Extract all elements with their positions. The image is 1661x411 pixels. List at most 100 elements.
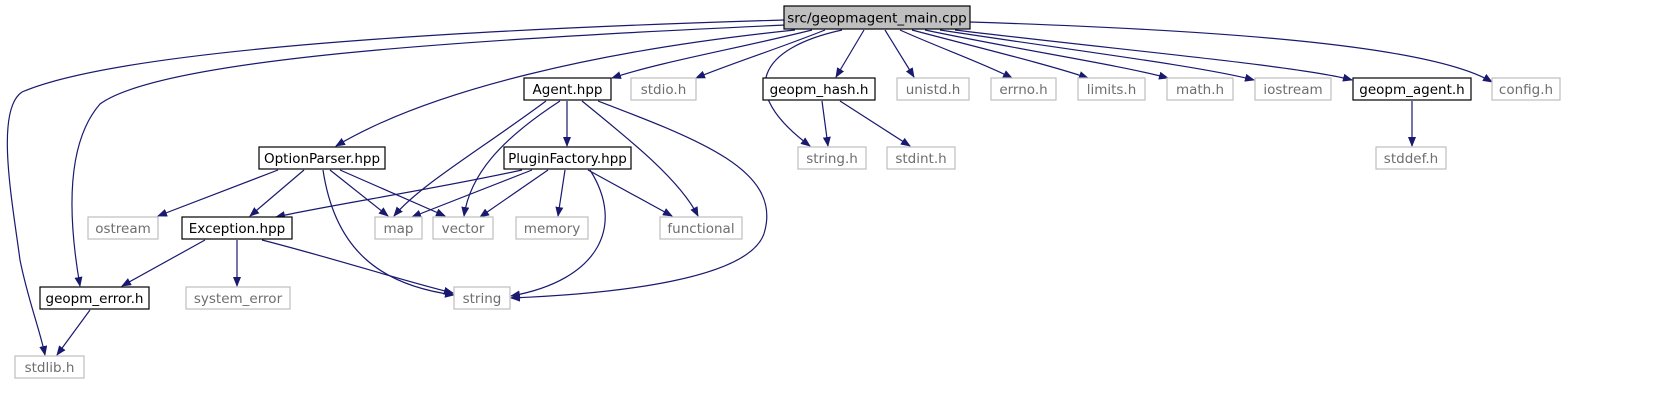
node-exception-hpp[interactable]: Exception.hpp bbox=[181, 216, 293, 240]
node-errno-h: errno.h bbox=[990, 77, 1057, 101]
node-unistd-h: unistd.h bbox=[896, 77, 970, 101]
node-box bbox=[1352, 77, 1472, 101]
node-label: system_error bbox=[194, 291, 283, 307]
node-optionparser-hpp[interactable]: OptionParser.hpp bbox=[258, 146, 386, 170]
node-box bbox=[432, 216, 494, 240]
edge-agent_hpp-to-vector bbox=[461, 100, 561, 217]
edge-pluginfactory_hpp-to-functional bbox=[587, 169, 673, 217]
node-box bbox=[630, 77, 697, 101]
node-label: src/geopmagent_main.cpp bbox=[787, 11, 966, 27]
edge-main-to-config_h bbox=[969, 21, 1493, 83]
node-box bbox=[783, 5, 971, 30]
edge-geopm_hash_h-to-stdint_h bbox=[839, 100, 911, 147]
edge-pluginfactory_hpp-to-string bbox=[510, 169, 606, 299]
edge-main-to-stdlib_h bbox=[6, 19, 785, 356]
node-memory: memory bbox=[515, 216, 589, 240]
edge-exception_hpp-to-string bbox=[261, 239, 454, 295]
edge-exception_hpp-to-geopm_error_h bbox=[121, 239, 206, 287]
node-label: OptionParser.hpp bbox=[264, 151, 380, 167]
edge-main-to-limits_h bbox=[911, 29, 1089, 79]
node-box bbox=[14, 355, 85, 379]
node-iostream: iostream bbox=[1254, 77, 1332, 101]
edge-main-to-agent_hpp bbox=[611, 29, 813, 79]
node-label: limits.h bbox=[1087, 82, 1137, 98]
node-box bbox=[762, 77, 876, 101]
node-stdint-h: stdint.h bbox=[886, 146, 956, 170]
node-label: stddef.h bbox=[1384, 151, 1438, 167]
node-main[interactable]: src/geopmagent_main.cpp bbox=[783, 5, 971, 30]
node-box bbox=[185, 286, 291, 310]
edge-main-to-iostream bbox=[939, 29, 1255, 82]
edge-main-to-stdio_h bbox=[695, 29, 826, 79]
node-vector: vector bbox=[432, 216, 494, 240]
node-label: math.h bbox=[1176, 82, 1224, 98]
node-stdio-h: stdio.h bbox=[630, 77, 697, 101]
node-label: PluginFactory.hpp bbox=[508, 151, 627, 167]
edge-pluginfactory_hpp-to-exception_hpp bbox=[275, 169, 523, 219]
node-label: geopm_agent.h bbox=[1359, 82, 1464, 98]
node-box bbox=[1254, 77, 1332, 101]
node-box bbox=[453, 286, 511, 310]
node-config-h: config.h bbox=[1491, 77, 1561, 101]
node-geopm-hash-h[interactable]: geopm_hash.h bbox=[762, 77, 876, 101]
edge-main-to-unistd_h bbox=[884, 29, 915, 78]
edge-agent_hpp-to-functional bbox=[581, 100, 699, 217]
node-box bbox=[1375, 146, 1447, 170]
node-label: stdlib.h bbox=[25, 360, 75, 376]
node-label: geopm_error.h bbox=[46, 291, 144, 307]
node-stddef-h: stddef.h bbox=[1375, 146, 1447, 170]
edge-geopm_hash_h-to-string_h bbox=[821, 100, 831, 147]
node-box bbox=[374, 216, 423, 240]
node-box bbox=[87, 216, 159, 240]
node-math-h: math.h bbox=[1166, 77, 1234, 101]
node-box bbox=[1166, 77, 1234, 101]
edge-optionparser_hpp-to-vector bbox=[339, 169, 446, 217]
node-box bbox=[258, 146, 386, 170]
node-label: memory bbox=[524, 221, 580, 237]
node-stdlib-h: stdlib.h bbox=[14, 355, 85, 379]
edge-pluginfactory_hpp-to-memory bbox=[555, 169, 566, 217]
node-label: ostream bbox=[95, 221, 151, 237]
node-system-error: system_error bbox=[185, 286, 291, 310]
edge-optionparser_hpp-to-map bbox=[329, 169, 389, 217]
node-label: stdint.h bbox=[895, 151, 946, 167]
node-label: Agent.hpp bbox=[533, 82, 603, 98]
node-string: string bbox=[453, 286, 511, 310]
node-geopm-agent-h[interactable]: geopm_agent.h bbox=[1352, 77, 1472, 101]
node-box bbox=[896, 77, 970, 101]
node-label: string.h bbox=[806, 151, 858, 167]
node-label: stdio.h bbox=[641, 82, 687, 98]
node-box bbox=[659, 216, 743, 240]
edge-optionparser_hpp-to-exception_hpp bbox=[249, 169, 305, 217]
edge-main-to-geopm_hash_h bbox=[835, 29, 865, 78]
node-box bbox=[1077, 77, 1146, 101]
node-box bbox=[1491, 77, 1561, 101]
node-label: vector bbox=[442, 221, 485, 237]
edge-pluginfactory_hpp-to-map bbox=[411, 169, 533, 218]
edge-main-to-errno_h bbox=[899, 29, 1013, 79]
node-box bbox=[181, 216, 293, 240]
node-box bbox=[39, 286, 150, 310]
edge-main-to-geopm_agent_h bbox=[954, 29, 1353, 82]
edge-main-to-geopm_error_h bbox=[71, 24, 787, 287]
node-box bbox=[886, 146, 956, 170]
node-box bbox=[503, 146, 632, 170]
edge-optionparser_hpp-to-ostream bbox=[157, 169, 279, 217]
edge-agent_hpp-to-string bbox=[510, 100, 768, 302]
node-geopm-error-h[interactable]: geopm_error.h bbox=[39, 286, 150, 310]
node-box bbox=[515, 216, 589, 240]
node-limits-h: limits.h bbox=[1077, 77, 1146, 101]
node-agent-hpp[interactable]: Agent.hpp bbox=[523, 77, 612, 101]
node-label: map bbox=[384, 221, 414, 237]
edge-geopm_error_h-to-stdlib_h bbox=[56, 309, 91, 356]
node-label: iostream bbox=[1263, 82, 1322, 98]
node-label: Exception.hpp bbox=[189, 221, 285, 237]
node-label: geopm_hash.h bbox=[770, 82, 869, 98]
node-label: errno.h bbox=[999, 82, 1047, 98]
edge-optionparser_hpp-to-string bbox=[322, 169, 455, 298]
node-box bbox=[990, 77, 1057, 101]
node-box bbox=[523, 77, 612, 101]
node-pluginfactory-hpp[interactable]: PluginFactory.hpp bbox=[503, 146, 632, 170]
